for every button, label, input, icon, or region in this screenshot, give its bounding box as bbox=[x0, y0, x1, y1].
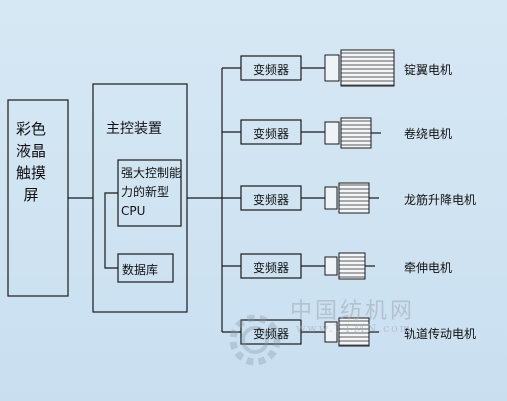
touchscreen-label: 彩色液晶触摸屏 bbox=[16, 120, 47, 204]
vfd-label-4: 变频器 bbox=[252, 261, 289, 275]
watermark-gear-icon bbox=[229, 314, 281, 366]
motor-body-2 bbox=[324, 121, 340, 145]
row-3 bbox=[222, 182, 379, 214]
watermark-text: 中国纺机网 bbox=[290, 299, 416, 324]
link-cpu-database bbox=[104, 192, 118, 269]
motor-body-1 bbox=[324, 54, 340, 82]
motor-label-5: 轨道传动电机 bbox=[404, 327, 477, 341]
vfd-label-1: 变频器 bbox=[252, 63, 289, 77]
database-label: 数据库 bbox=[122, 263, 159, 277]
vfd-label-5: 变频器 bbox=[252, 327, 289, 341]
motor-coil-2 bbox=[340, 117, 372, 149]
motor-coil-4 bbox=[338, 252, 366, 280]
watermark-url: www.TTMN.com bbox=[296, 322, 413, 335]
main-controller-title: 主控装置 bbox=[106, 121, 162, 137]
motor-coil-3 bbox=[338, 182, 370, 214]
row-4 bbox=[222, 252, 375, 280]
vfd-label-3: 变频器 bbox=[252, 193, 289, 207]
cpu-label: 强大控制能力的新型 CPU bbox=[121, 166, 182, 218]
row-5 bbox=[222, 317, 379, 347]
vfd-label-2: 变频器 bbox=[252, 127, 289, 141]
row-1 bbox=[222, 49, 395, 87]
row-2 bbox=[222, 117, 381, 149]
motor-label-4: 牵伸电机 bbox=[404, 261, 453, 275]
motor-body-5 bbox=[324, 321, 338, 343]
motor-body-4 bbox=[324, 256, 338, 276]
motor-label-2: 卷绕电机 bbox=[404, 127, 453, 141]
motor-label-3: 龙筋升降电机 bbox=[404, 193, 477, 207]
motor-coil-1 bbox=[340, 49, 395, 87]
motor-body-3 bbox=[324, 186, 338, 210]
motor-label-1: 锭翼电机 bbox=[404, 63, 453, 77]
